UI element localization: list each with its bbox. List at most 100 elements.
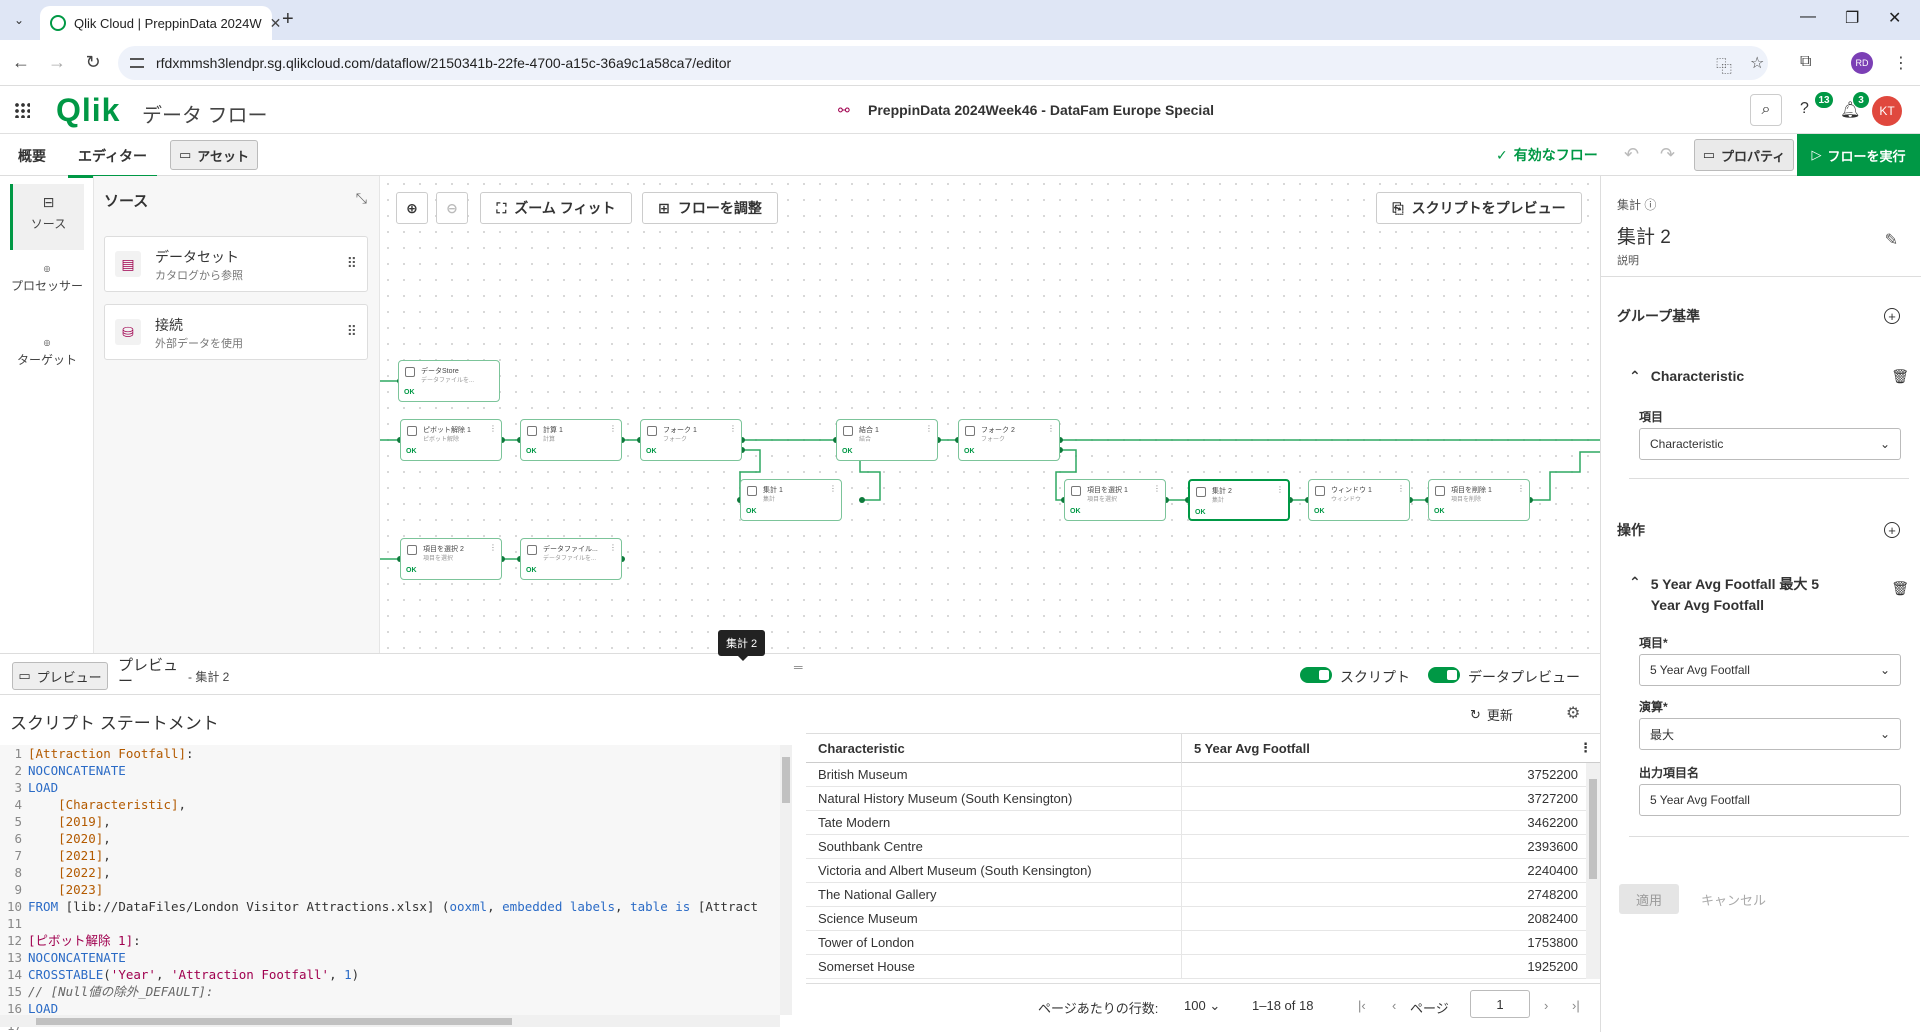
- flow-node-select-fields-2[interactable]: 項目を選択 2 項目を選択 OK ⋮: [400, 538, 502, 580]
- cancel-button[interactable]: キャンセル: [1701, 893, 1767, 908]
- tab-close-icon[interactable]: ✕: [269, 14, 282, 31]
- site-info-icon[interactable]: [130, 58, 144, 68]
- qlik-logo[interactable]: Qlik: [56, 92, 121, 128]
- table-vertical-scrollbar[interactable]: [1586, 763, 1600, 979]
- user-avatar[interactable]: KT: [1872, 96, 1902, 126]
- browser-profile-avatar[interactable]: RD: [1851, 52, 1873, 74]
- node-menu-icon[interactable]: ⋮: [1517, 484, 1525, 493]
- node-menu-icon[interactable]: ⋮: [489, 424, 497, 433]
- column-header-footfall[interactable]: 5 Year Avg Footfall: [1194, 740, 1310, 756]
- node-menu-icon[interactable]: ⋮: [729, 424, 737, 433]
- script-toggle[interactable]: [1300, 667, 1332, 683]
- zoom-fit-button[interactable]: ⛶ ズーム フィット: [480, 192, 632, 224]
- node-menu-icon[interactable]: ⋮: [1276, 485, 1284, 494]
- apply-button[interactable]: 適用: [1619, 884, 1679, 914]
- flow-node-window-1[interactable]: ウィンドウ 1 ウィンドウ OK ⋮: [1308, 479, 1410, 521]
- flow-name[interactable]: PreppinData 2024Week46 - DataFam Europe …: [868, 102, 1214, 118]
- properties-button[interactable]: ▭ プロパティ: [1694, 139, 1794, 171]
- edit-pencil-icon[interactable]: ✎: [1884, 232, 1898, 249]
- tab-overview[interactable]: 概要: [18, 148, 46, 164]
- rows-per-page-select[interactable]: 100 ⌄: [1184, 998, 1220, 1014]
- browser-menu-icon[interactable]: ⋮: [1893, 55, 1909, 72]
- op-calc-select[interactable]: 最大 ⌄: [1639, 718, 1901, 750]
- trash-icon[interactable]: 🗑︎: [1891, 580, 1909, 596]
- close-window-icon[interactable]: ✕: [1888, 10, 1902, 27]
- resize-handle-icon[interactable]: ═: [794, 660, 803, 674]
- flow-node-aggregate-2[interactable]: 集計 2 集計 OK ⋮: [1188, 479, 1290, 521]
- undo-icon[interactable]: ↶: [1624, 144, 1640, 164]
- zoom-out-icon[interactable]: ⊖: [436, 192, 468, 224]
- restore-icon[interactable]: ❐: [1845, 10, 1860, 27]
- flow-node-data-store[interactable]: データStore データファイルを... OK: [398, 360, 500, 402]
- extensions-icon[interactable]: ⧉: [1800, 53, 1812, 70]
- op-output-input[interactable]: 5 Year Avg Footfall: [1639, 784, 1901, 816]
- preview-button[interactable]: ▭ プレビュー: [12, 662, 108, 690]
- bookmark-star-icon[interactable]: ☆: [1750, 55, 1765, 72]
- trash-icon[interactable]: 🗑︎: [1891, 368, 1909, 384]
- flow-node-join-1[interactable]: 結合 1 結合 OK ⋮: [836, 419, 938, 461]
- new-tab-icon[interactable]: +: [282, 8, 294, 30]
- flow-node-data-file[interactable]: データファイル... データファイルを... OK ⋮: [520, 538, 622, 580]
- help-icon[interactable]: ?: [1800, 100, 1809, 117]
- next-page-icon[interactable]: ›: [1544, 998, 1549, 1013]
- group-field-select[interactable]: Characteristic ⌄: [1639, 428, 1901, 460]
- script-vertical-scrollbar[interactable]: [780, 745, 792, 1015]
- node-menu-icon[interactable]: ⋮: [829, 484, 837, 493]
- asset-button[interactable]: ▭ アセット: [170, 140, 258, 170]
- search-icon[interactable]: ⌕: [1750, 94, 1782, 126]
- back-icon[interactable]: ←: [12, 52, 30, 72]
- flow-node-fork-1[interactable]: フォーク 1 フォーク OK ⋮: [640, 419, 742, 461]
- minimize-icon[interactable]: —: [1800, 8, 1816, 25]
- table-row[interactable]: Natural History Museum (South Kensington…: [806, 786, 1586, 811]
- scrollbar-thumb[interactable]: [1589, 779, 1597, 879]
- add-group-icon[interactable]: +: [1884, 308, 1900, 324]
- reload-icon[interactable]: ↻: [85, 52, 101, 72]
- chevron-up-icon[interactable]: ⌃: [1629, 574, 1641, 590]
- first-page-icon[interactable]: |‹: [1358, 998, 1366, 1013]
- app-launcher-grid-icon[interactable]: [14, 102, 30, 118]
- valid-flow-status[interactable]: ✓ 有効なフロー: [1496, 145, 1598, 165]
- scrollbar-thumb[interactable]: [36, 1018, 512, 1025]
- node-menu-icon[interactable]: ⋮: [489, 543, 497, 552]
- node-menu-icon[interactable]: ⋮: [1047, 424, 1055, 433]
- collapse-icon[interactable]: ⤡: [355, 190, 367, 206]
- column-header-characteristic[interactable]: Characteristic: [806, 733, 1182, 763]
- drag-handle-icon[interactable]: ⠿: [346, 323, 357, 339]
- flow-node-calc-1[interactable]: 計算 1 計算 OK ⋮: [520, 419, 622, 461]
- data-preview-toggle[interactable]: [1428, 667, 1460, 683]
- rail-item-target[interactable]: ◎ ターゲット: [10, 338, 84, 368]
- last-page-icon[interactable]: ›|: [1572, 998, 1580, 1013]
- node-menu-icon[interactable]: ⋮: [1397, 484, 1405, 493]
- group-item-header[interactable]: ⌃Characteristic 🗑︎: [1629, 368, 1909, 385]
- node-menu-icon[interactable]: ⋮: [609, 543, 617, 552]
- flow-node-remove-fields-1[interactable]: 項目を削除 1 項目を削除 OK ⋮: [1428, 479, 1530, 521]
- tab-editor[interactable]: エディター: [67, 148, 158, 178]
- node-menu-icon[interactable]: ⋮: [925, 424, 933, 433]
- node-menu-icon[interactable]: ⋮: [609, 424, 617, 433]
- translate-icon[interactable]: ⿻: [1716, 59, 1733, 76]
- chevron-up-icon[interactable]: ⌃: [1629, 368, 1641, 384]
- source-card-dataset[interactable]: ▤ データセット カタログから参照 ⠿: [104, 236, 368, 292]
- omnibox[interactable]: rfdxmmsh3lendpr.sg.qlikcloud.com/dataflo…: [118, 46, 1768, 80]
- info-icon[interactable]: ⓘ: [1644, 198, 1657, 212]
- drag-handle-icon[interactable]: ⠿: [346, 255, 357, 271]
- script-horizontal-scrollbar[interactable]: [0, 1015, 780, 1027]
- rail-item-source[interactable]: ⊟ ソース: [10, 184, 84, 250]
- scrollbar-thumb[interactable]: [782, 757, 790, 803]
- rail-item-processor[interactable]: ◎ プロセッサー: [10, 264, 84, 294]
- flow-node-aggregate-1[interactable]: 集計 1 集計 OK ⋮: [740, 479, 842, 521]
- source-card-connection[interactable]: ⛁ 接続 外部データを使用 ⠿: [104, 304, 368, 360]
- node-menu-icon[interactable]: ⋮: [1153, 484, 1161, 493]
- flow-node-unpivot-1[interactable]: ピボット解除 1 ピボット解除 OK ⋮: [400, 419, 502, 461]
- adjust-flow-button[interactable]: ⊞ フローを調整: [642, 192, 778, 224]
- refresh-button[interactable]: ↻ 更新: [1470, 705, 1513, 724]
- redo-icon[interactable]: ↷: [1660, 144, 1676, 164]
